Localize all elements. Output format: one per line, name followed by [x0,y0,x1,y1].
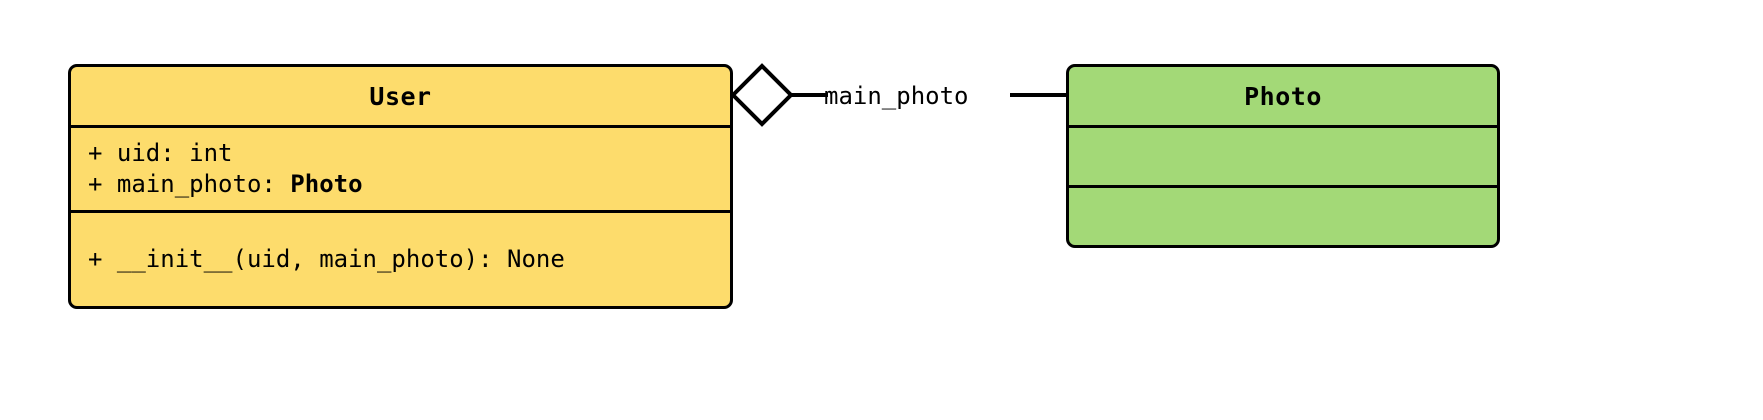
class-methods-photo [1069,185,1497,245]
class-attributes-photo [1069,125,1497,185]
class-title-user: User [369,81,432,111]
class-attributes-user: + uid: int + main_photo: Photo [71,125,730,210]
attribute-main-photo-label: + main_photo: [88,170,291,198]
class-methods-user: + __init__(uid, main_photo): None [71,210,730,306]
attribute-main-photo: + main_photo: Photo [88,169,720,200]
uml-class-photo[interactable]: Photo [1066,64,1500,248]
attribute-main-photo-type: Photo [290,170,363,198]
class-title-photo: Photo [1244,81,1322,111]
uml-class-user[interactable]: User + uid: int + main_photo: Photo + __… [68,64,733,309]
attribute-uid: + uid: int [88,139,233,167]
relationship-label-main-photo: main_photo [824,82,969,110]
aggregation-diamond-icon [730,63,794,127]
method-init: + __init__(uid, main_photo): None [88,245,565,273]
